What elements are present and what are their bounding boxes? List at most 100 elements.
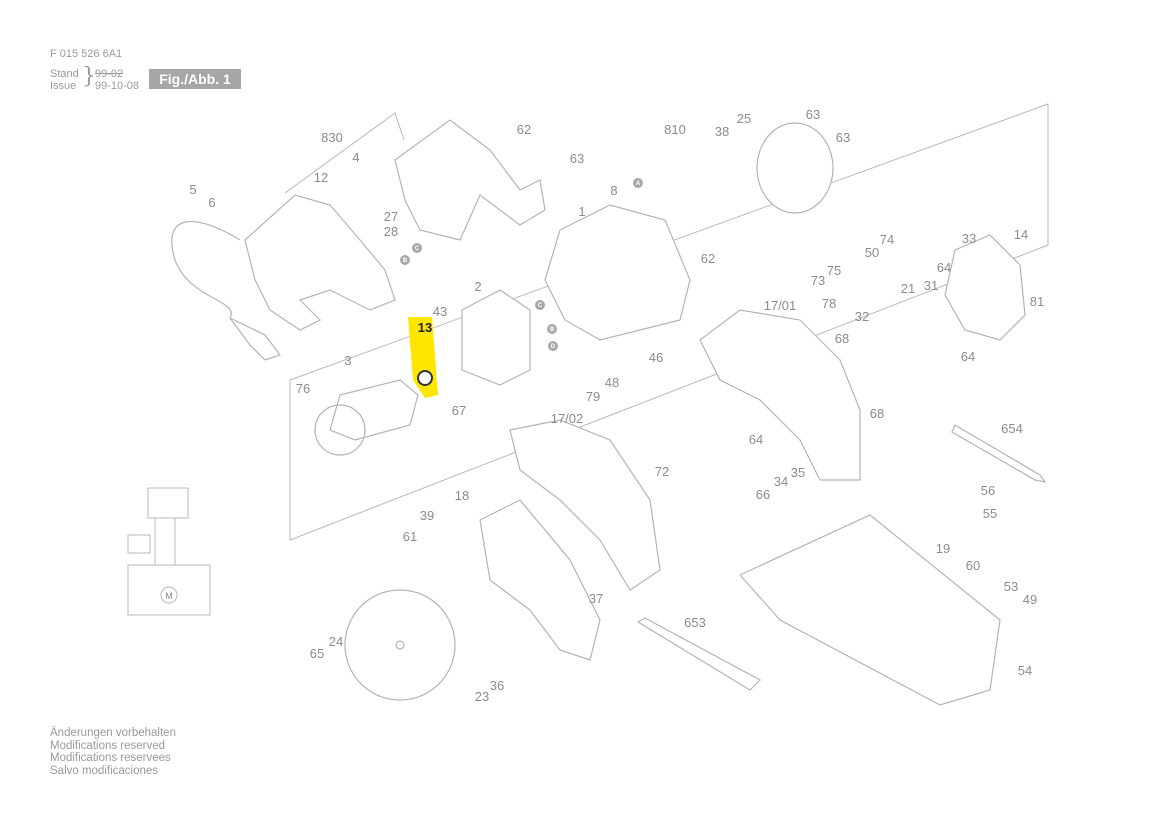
footer-line-fr: Modifications reservees — [50, 752, 171, 765]
part-label-61: 61 — [403, 529, 417, 544]
armature — [329, 379, 419, 441]
end-cap — [756, 122, 834, 214]
part-label-27: 27 — [384, 209, 398, 224]
part-label-654: 654 — [1001, 421, 1023, 436]
part-13-bearing — [417, 370, 433, 386]
part-label-13: 13 — [418, 320, 432, 335]
part-label-78: 78 — [822, 296, 836, 311]
part-label-12: 12 — [314, 170, 328, 185]
part-label-54: 54 — [1018, 663, 1032, 678]
rip-fence — [636, 617, 761, 691]
part-label-25: 25 — [737, 111, 751, 126]
part-label-56: 56 — [981, 483, 995, 498]
part-label-21: 21 — [901, 281, 915, 296]
part-label-28: 28 — [384, 224, 398, 239]
part-label-23: 23 — [475, 689, 489, 704]
field-coil — [461, 289, 531, 386]
part-label-653: 653 — [684, 615, 706, 630]
lower-guard — [509, 419, 661, 591]
part-label-1: 1 — [578, 204, 585, 219]
part-label-53: 53 — [1004, 579, 1018, 594]
part-label-14: 14 — [1014, 227, 1028, 242]
motor-circle — [160, 586, 178, 604]
plug — [229, 317, 281, 361]
part-label-62: 62 — [701, 251, 715, 266]
issue-date: 99-10-08 — [95, 80, 140, 92]
date-brace: } — [82, 64, 96, 89]
footer-line-en: Modifications reserved — [50, 739, 166, 752]
fan — [314, 404, 366, 456]
part-label-36: 36 — [490, 678, 504, 693]
wrench — [951, 424, 1047, 483]
part-label-68: 68 — [835, 331, 849, 346]
connector-c2: C — [538, 303, 543, 309]
blade-bore — [395, 640, 405, 650]
issue-label: Issue — [50, 80, 77, 92]
part-label-66: 66 — [756, 487, 770, 502]
part-label-5: 5 — [189, 182, 196, 197]
part-label-43: 43 — [433, 304, 447, 319]
part-label-81: 81 — [1030, 294, 1044, 309]
part-label-37: 37 — [589, 591, 603, 606]
part-label-63: 63 — [806, 107, 820, 122]
stand-date: 99-02 — [95, 68, 124, 80]
part-label-62: 62 — [517, 122, 531, 137]
part-label-64: 64 — [937, 260, 951, 275]
part-label-72: 72 — [655, 464, 669, 479]
part-label-6: 6 — [208, 195, 215, 210]
part-label-24: 24 — [329, 634, 343, 649]
base-plate — [739, 514, 1001, 706]
handle-cover — [394, 119, 546, 241]
part-label-46: 46 — [649, 350, 663, 365]
part-label-60: 60 — [966, 558, 980, 573]
part-label-2: 2 — [474, 279, 481, 294]
part-label-33: 33 — [962, 231, 976, 246]
connector-b2: B — [550, 327, 555, 333]
connector-markers: C B A C B D — [400, 178, 643, 351]
power-cable — [171, 221, 241, 319]
part-label-68: 68 — [870, 406, 884, 421]
part-label-38: 38 — [715, 124, 729, 139]
part-label-4: 4 — [352, 150, 359, 165]
part-label-63: 63 — [836, 130, 850, 145]
part-label-64: 64 — [749, 432, 763, 447]
part-label-74: 74 — [880, 232, 894, 247]
circuit-schematic — [127, 487, 211, 616]
upper-guard — [699, 309, 861, 481]
document-code: F 015 526 6A1 — [50, 48, 123, 60]
part-label-18: 18 — [455, 488, 469, 503]
part-label-32: 32 — [855, 309, 869, 324]
part-label-63: 63 — [570, 151, 584, 166]
part-label-49: 49 — [1023, 592, 1037, 607]
part-label-810: 810 — [664, 122, 686, 137]
part-label-3: 3 — [344, 353, 351, 368]
part-label-75: 75 — [827, 263, 841, 278]
part-label-73: 73 — [811, 273, 825, 288]
part-label-17-02: 17/02 — [551, 411, 584, 426]
part-label-64: 64 — [961, 349, 975, 364]
stand-label: Stand — [50, 68, 79, 80]
part-label-31: 31 — [924, 278, 938, 293]
part-label-35: 35 — [791, 465, 805, 480]
part-label-19: 19 — [936, 541, 950, 556]
part-label-79: 79 — [586, 389, 600, 404]
motor-symbol: M — [165, 591, 173, 601]
part-label-55: 55 — [983, 506, 997, 521]
connector-c: C — [415, 246, 420, 252]
figure-label: Fig./Abb. 1 — [149, 69, 241, 89]
part-label-34: 34 — [774, 474, 788, 489]
part-label-48: 48 — [605, 375, 619, 390]
footer-line-es: Salvo modificaciones — [50, 764, 159, 777]
part-label-65: 65 — [310, 646, 324, 661]
handle-housing — [244, 194, 396, 331]
footer-notes: Änderungen vorbehalten Modifications res… — [50, 727, 176, 777]
part-label-8: 8 — [610, 183, 617, 198]
part-label-17-01: 17/01 — [764, 298, 797, 313]
connector-b: B — [403, 258, 408, 264]
component-sketches — [171, 119, 1047, 706]
part-label-39: 39 — [420, 508, 434, 523]
part-label-50: 50 — [865, 245, 879, 260]
gear-housing — [944, 234, 1026, 341]
